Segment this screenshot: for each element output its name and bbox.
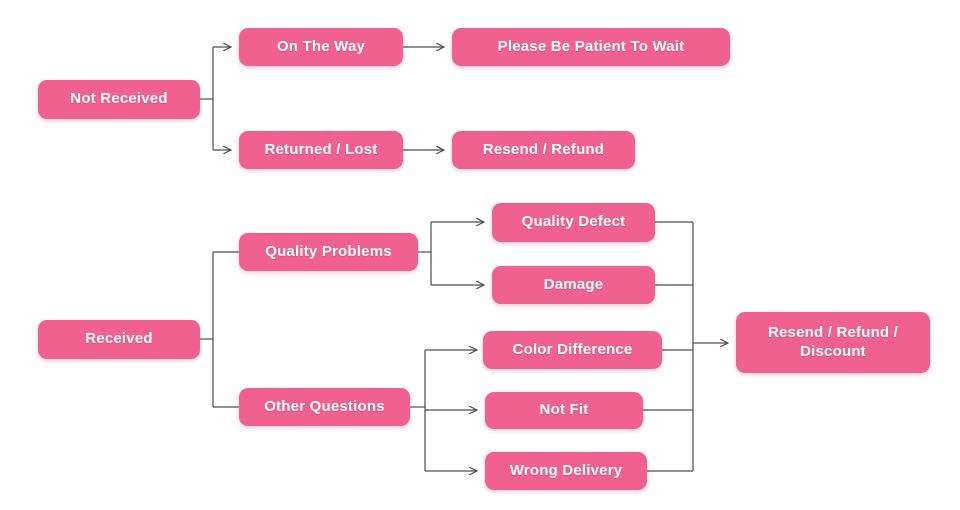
- node-label: Quality Defect: [521, 213, 626, 231]
- node-label: Not Fit: [539, 401, 589, 419]
- node-label: Wrong Delivery: [509, 461, 623, 479]
- node-label: Color Difference: [512, 340, 633, 358]
- node-quality-problems[interactable]: Quality Problems: [239, 233, 418, 271]
- node-label-line-1: Resend / Refund /: [767, 323, 899, 341]
- node-damage[interactable]: Damage: [492, 266, 655, 304]
- node-label: Returned / Lost: [264, 140, 378, 158]
- node-label-line-2: Discount: [800, 342, 866, 360]
- node-label: Resend / Refund: [482, 140, 605, 158]
- node-label: Received: [85, 330, 153, 348]
- node-received[interactable]: Received: [38, 320, 200, 359]
- node-label: Not Received: [70, 90, 168, 108]
- node-label: Damage: [543, 275, 604, 293]
- node-label: Please Be Patient To Wait: [497, 37, 685, 55]
- node-resend-refund-discount[interactable]: Resend / Refund / Discount: [736, 312, 930, 373]
- node-not-received[interactable]: Not Received: [38, 80, 200, 119]
- node-label: Other Questions: [264, 397, 385, 415]
- node-quality-defect[interactable]: Quality Defect: [492, 203, 655, 242]
- node-label: On The Way: [276, 37, 366, 55]
- node-color-difference[interactable]: Color Difference: [483, 331, 662, 369]
- node-wrong-delivery[interactable]: Wrong Delivery: [485, 452, 647, 490]
- node-label: Quality Problems: [265, 242, 392, 260]
- node-returned-lost[interactable]: Returned / Lost: [239, 131, 403, 169]
- node-not-fit[interactable]: Not Fit: [485, 392, 643, 429]
- node-resend-refund[interactable]: Resend / Refund: [452, 131, 635, 169]
- node-on-the-way[interactable]: On The Way: [239, 28, 403, 66]
- node-please-be-patient-to-wait[interactable]: Please Be Patient To Wait: [452, 28, 730, 66]
- node-other-questions[interactable]: Other Questions: [239, 388, 410, 426]
